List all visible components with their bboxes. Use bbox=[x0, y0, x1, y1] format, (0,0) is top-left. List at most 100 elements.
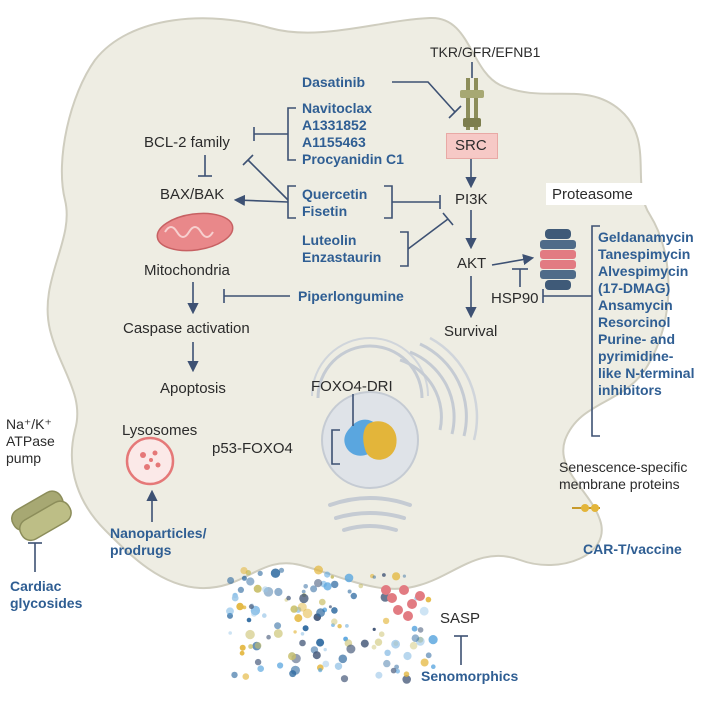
sasp-dot bbox=[372, 627, 376, 632]
sasp-dot bbox=[344, 573, 354, 583]
sasp-dot bbox=[299, 639, 306, 647]
sasp-label: SASP bbox=[440, 610, 481, 627]
sasp-dot bbox=[231, 671, 238, 679]
sasp-dot bbox=[314, 565, 323, 575]
caspase-label: Caspase activation bbox=[123, 320, 250, 337]
sasp-dot bbox=[277, 662, 284, 669]
senomorphics-label: Senomorphics bbox=[421, 668, 519, 684]
apoptosis-label: Apoptosis bbox=[160, 380, 226, 397]
sasp-dot bbox=[240, 567, 248, 575]
sasp-dot bbox=[372, 575, 376, 579]
sasp-dot bbox=[293, 630, 297, 634]
dasatinib-label: Dasatinib bbox=[302, 74, 366, 90]
sasp-dot bbox=[334, 662, 343, 670]
nucleus bbox=[311, 336, 479, 532]
p53foxo4-label: p53-FOXO4 bbox=[212, 440, 293, 457]
sasp-dot bbox=[403, 671, 410, 677]
sasp-dot bbox=[407, 599, 417, 609]
sasp-dot bbox=[387, 593, 397, 603]
sasp-dot bbox=[319, 598, 326, 606]
sasp-dot bbox=[402, 675, 412, 684]
sasp-dot bbox=[299, 593, 309, 604]
sasp-dot bbox=[358, 583, 364, 589]
lysosomes-label: Lysosomes bbox=[122, 422, 198, 439]
sasp-dot bbox=[294, 614, 303, 623]
sasp-dot bbox=[393, 605, 403, 615]
sasp-dot bbox=[302, 625, 309, 632]
sasp-dot bbox=[391, 639, 400, 649]
sasp-dot bbox=[331, 607, 338, 614]
proteasome-icon bbox=[540, 229, 576, 290]
sasp-dot bbox=[251, 610, 258, 617]
sasp-dot bbox=[316, 608, 325, 617]
sasp-dot bbox=[266, 634, 271, 640]
sasp-dot bbox=[390, 667, 397, 674]
sasp-dot bbox=[394, 664, 399, 670]
sasp-dot bbox=[288, 652, 296, 661]
sasp-dot bbox=[350, 592, 357, 600]
sasp-dot bbox=[245, 629, 255, 640]
sasp-dot bbox=[384, 649, 391, 656]
sasp-dot bbox=[278, 567, 285, 573]
src-label: SRC bbox=[455, 137, 487, 154]
sasp-dot bbox=[262, 586, 269, 593]
hsp90-label: HSP90 bbox=[491, 290, 539, 307]
sasp-dot bbox=[328, 605, 332, 609]
sasp-dot bbox=[237, 586, 244, 594]
sasp-dot bbox=[419, 606, 429, 616]
sasp-dot bbox=[248, 604, 254, 610]
proteasome-label-bg bbox=[546, 183, 648, 205]
sasp-dot bbox=[420, 658, 429, 667]
sasp-dot bbox=[253, 584, 262, 593]
sasp-dot bbox=[383, 659, 391, 668]
sasp-dot bbox=[242, 605, 247, 610]
sasp-dot bbox=[227, 577, 235, 584]
sasp-dot bbox=[378, 631, 385, 637]
sasp-dot bbox=[302, 608, 313, 619]
sasp-dot bbox=[316, 638, 325, 647]
lysosome-organelle bbox=[125, 436, 175, 486]
sasp-dot bbox=[431, 664, 436, 669]
sasp-dot bbox=[360, 639, 369, 648]
sasp-dot bbox=[227, 612, 233, 619]
sasp-dot bbox=[246, 617, 252, 623]
sasp-dot bbox=[392, 572, 401, 581]
sasp-dot bbox=[239, 644, 246, 651]
sasp-dot bbox=[382, 617, 390, 625]
sasp-dot bbox=[399, 585, 409, 595]
sasp-dot bbox=[322, 660, 330, 668]
sasp-dot bbox=[411, 625, 418, 632]
sasp-dot bbox=[324, 571, 331, 578]
sasp-dot bbox=[403, 611, 413, 621]
membrane-protein-icon bbox=[572, 504, 600, 512]
sasp-dot bbox=[331, 580, 339, 589]
sasp-dot bbox=[409, 641, 418, 650]
sasp-dot bbox=[374, 638, 383, 646]
sasp-dot bbox=[254, 658, 262, 666]
foxo4dri-label: FOXO4-DRI bbox=[311, 378, 393, 395]
nanoparticles-label: Nanoparticles/prodrugs bbox=[110, 525, 207, 558]
receptor-label: TKR/GFR/EFNB1 bbox=[430, 44, 541, 60]
pi3k-label: PI3K bbox=[455, 191, 488, 208]
ion-pump-icon bbox=[11, 490, 72, 542]
sasp-dot bbox=[231, 594, 239, 602]
mitochondria-label: Mitochondria bbox=[144, 262, 230, 279]
sasp-dot bbox=[246, 577, 255, 586]
sasp-dot bbox=[303, 584, 309, 589]
sasp-dot bbox=[417, 627, 424, 633]
sasp-dot bbox=[323, 582, 332, 591]
survival-label: Survival bbox=[444, 323, 498, 340]
sasp-dot bbox=[382, 573, 386, 577]
sasp-dot bbox=[257, 665, 265, 672]
sasp-dot bbox=[297, 602, 307, 612]
sasp-dot bbox=[323, 647, 327, 652]
pathway-lines bbox=[28, 62, 600, 665]
sasp-dot bbox=[312, 651, 321, 660]
sasp-dot bbox=[347, 589, 352, 594]
